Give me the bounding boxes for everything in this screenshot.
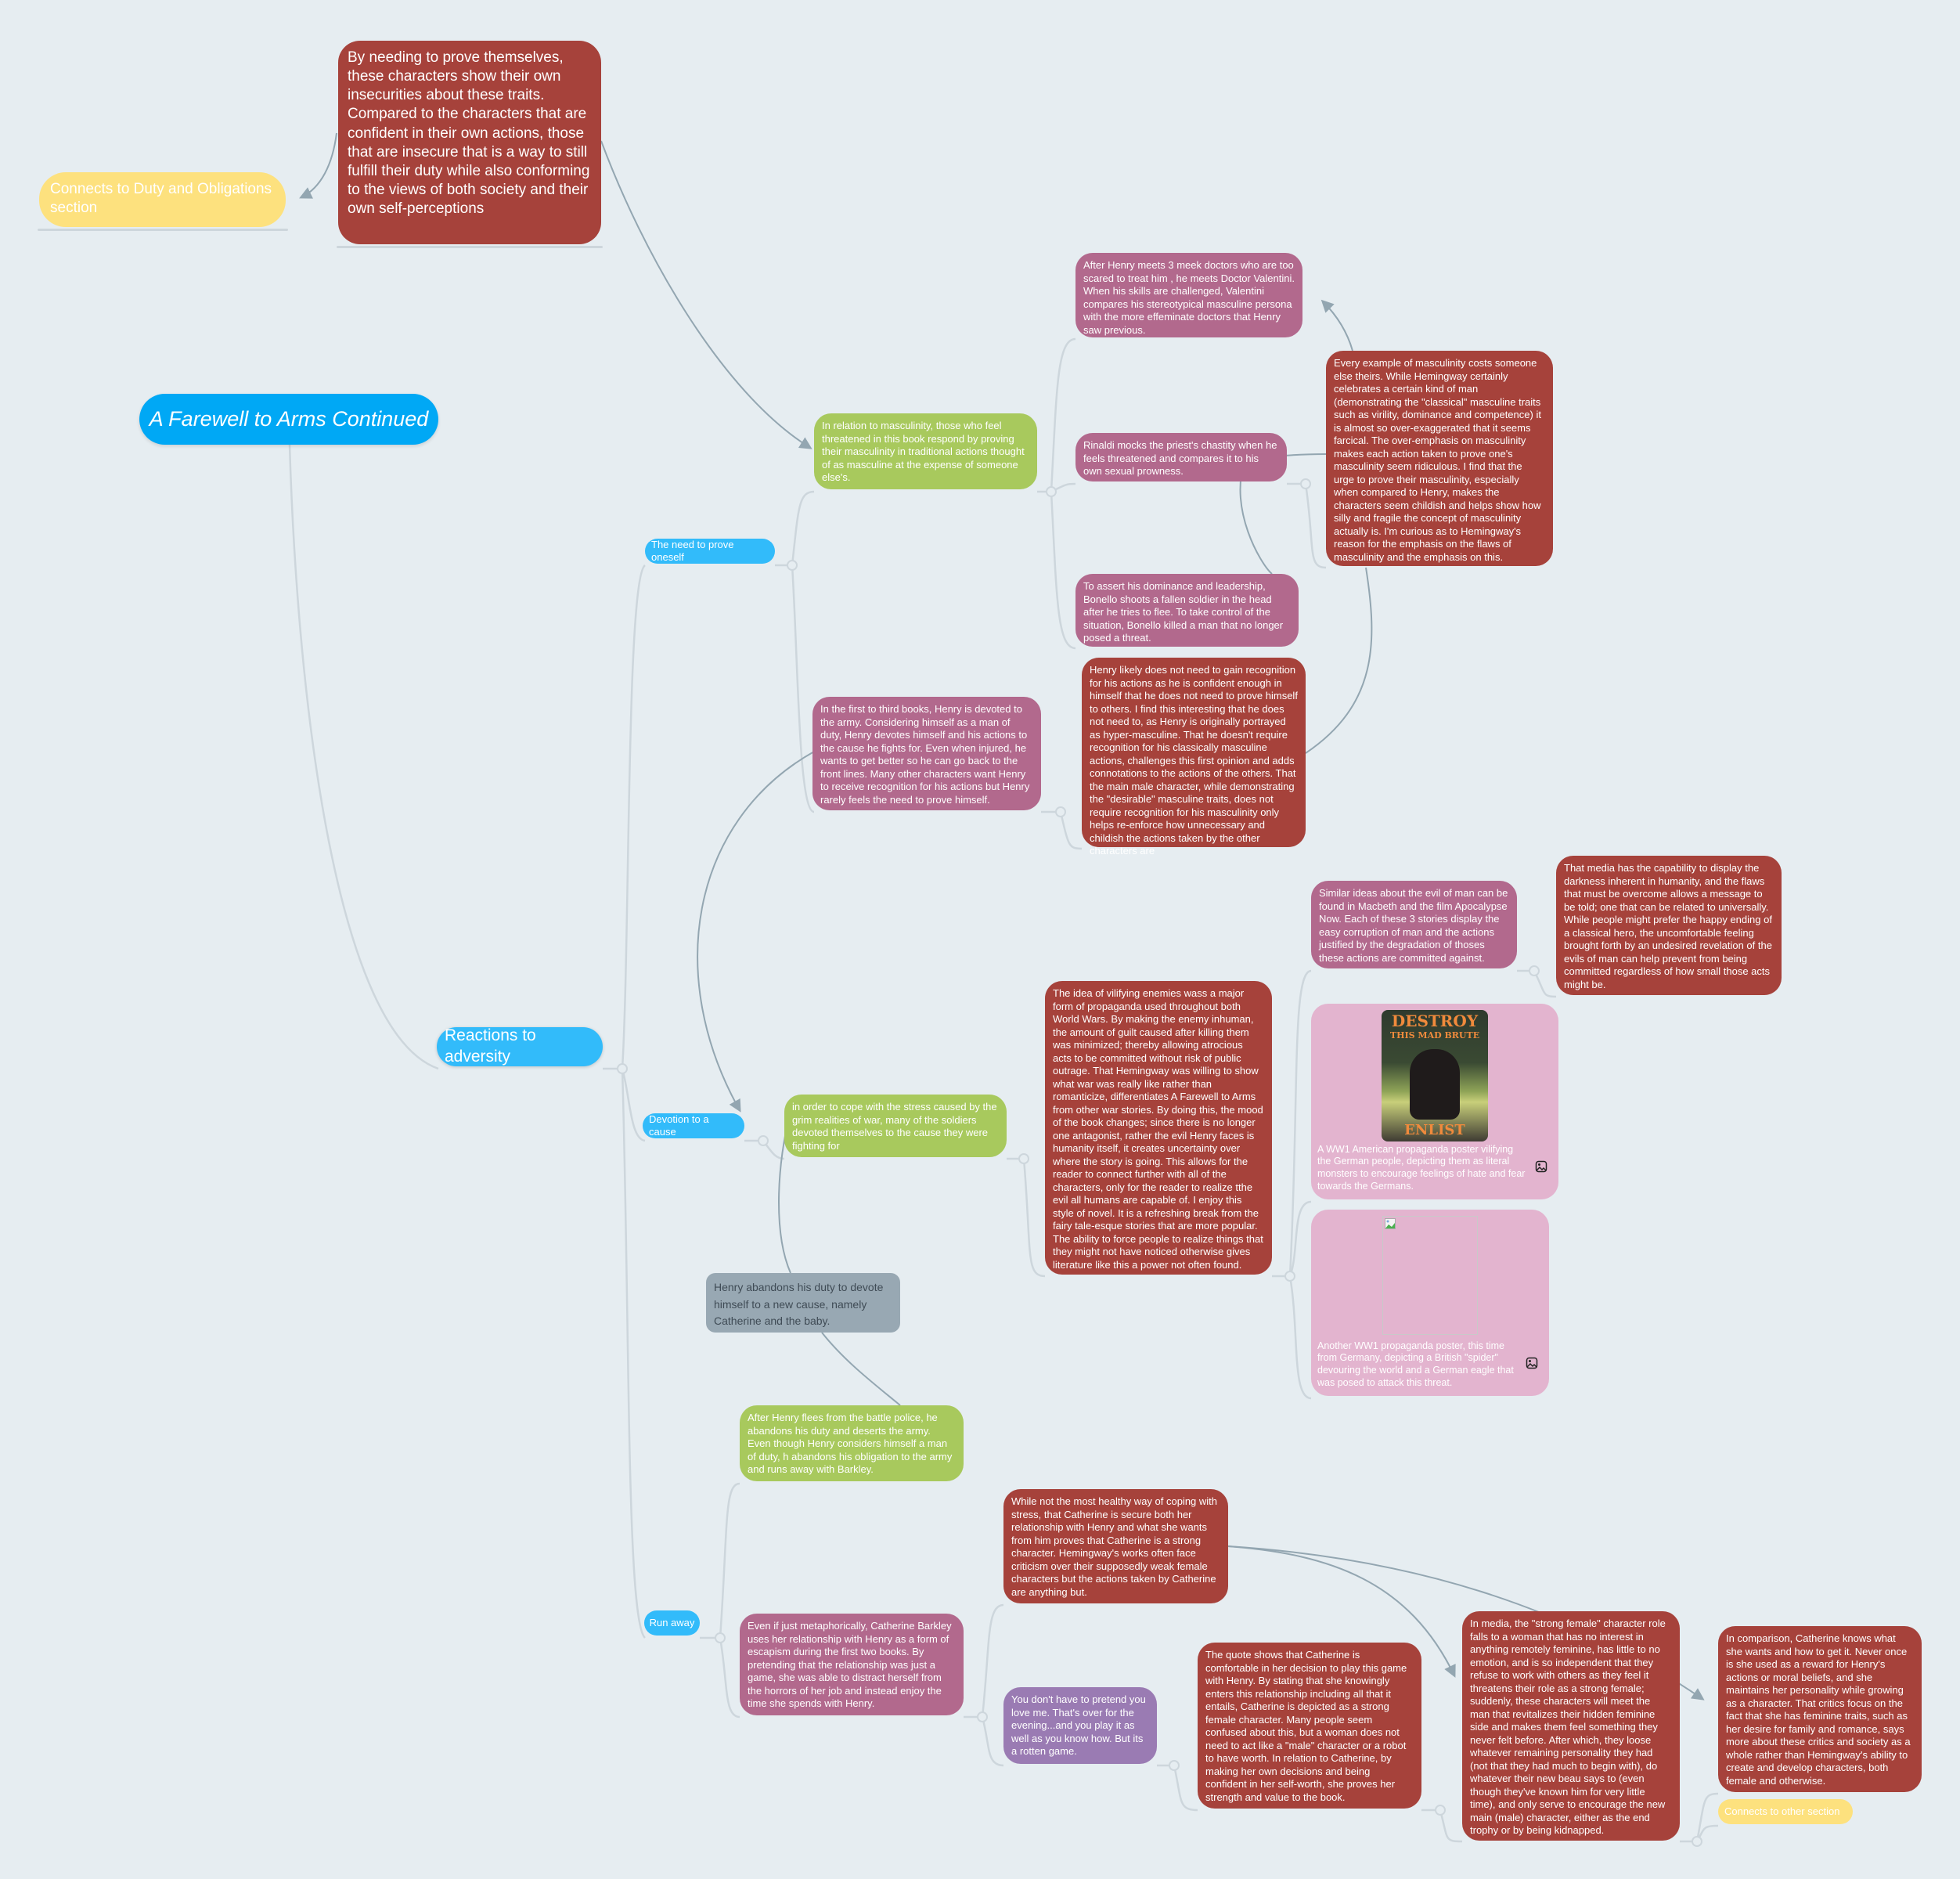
- rinaldi-text: Rinaldi mocks the priest's chastity when…: [1083, 439, 1281, 477]
- quote-node[interactable]: You don't have to pretend you love me. T…: [1003, 1687, 1157, 1764]
- similar-ideas-text: Similar ideas about the evil of man can …: [1319, 887, 1511, 964]
- node-underline: [38, 229, 288, 231]
- henry-likely-text: Henry likely does not need to gain recog…: [1090, 664, 1301, 857]
- poster2-caption: Another WW1 propaganda poster, this time…: [1317, 1340, 1514, 1389]
- every-example-node[interactable]: Every example of masculinity costs someo…: [1326, 351, 1553, 566]
- connects-duty-node[interactable]: Connects to Duty and Obligations section: [39, 172, 286, 227]
- destroy-brute-poster-image[interactable]: DESTROY THIS MAD BRUTE ENLIST: [1382, 1010, 1488, 1141]
- valentini-text: After Henry meets 3 meek doctors who are…: [1083, 259, 1298, 336]
- propaganda-text: The idea of vilifying enemies wass a maj…: [1053, 987, 1266, 1271]
- connects-other-text: Connects to other section: [1724, 1805, 1840, 1817]
- first-books-text: In the first to third books, Henry is de…: [820, 703, 1032, 806]
- quote-shows-text: The quote shows that Catherine is comfor…: [1205, 1649, 1410, 1803]
- poster1-node[interactable]: DESTROY THIS MAD BRUTE ENLIST A WW1 Amer…: [1311, 1004, 1558, 1199]
- poster1-footer: ENLIST: [1404, 1122, 1465, 1139]
- devotion-node[interactable]: Devotion to a cause: [643, 1113, 744, 1138]
- healthy-coping-node[interactable]: While not the most healthy way of coping…: [1003, 1489, 1228, 1603]
- run-away-label: Run away: [649, 1616, 695, 1628]
- poster1-caption: A WW1 American propaganda poster vilifyi…: [1317, 1143, 1526, 1192]
- reactions-to-adversity-node[interactable]: Reactions to adversity: [437, 1026, 603, 1066]
- image-icon[interactable]: [1526, 1357, 1538, 1369]
- root-title: A Farewell to Arms Continued: [149, 407, 429, 431]
- every-example-text: Every example of masculinity costs someo…: [1334, 357, 1544, 563]
- cope-node[interactable]: in order to cope with the stress caused …: [784, 1095, 1007, 1157]
- root-node[interactable]: A Farewell to Arms Continued: [139, 394, 438, 445]
- henry-abandons-text: Henry abandons his duty to devote himsel…: [714, 1281, 887, 1328]
- masculinity-text: In relation to masculinity, those who fe…: [822, 420, 1028, 483]
- poster1-title: DESTROY: [1391, 1012, 1479, 1030]
- masculinity-node[interactable]: In relation to masculinity, those who fe…: [814, 413, 1037, 489]
- reactions-label: Reactions to adversity: [445, 1026, 536, 1066]
- henry-abandons-node[interactable]: Henry abandons his duty to devote himsel…: [706, 1273, 900, 1333]
- poster2-node[interactable]: Another WW1 propaganda poster, this time…: [1311, 1210, 1549, 1396]
- broken-image-icon: [1385, 1218, 1396, 1229]
- escapism-text: Even if just metaphorically, Catherine B…: [748, 1620, 955, 1709]
- first-books-node[interactable]: In the first to third books, Henry is de…: [812, 697, 1041, 810]
- prove-oneself-node[interactable]: The need to prove oneself: [645, 539, 775, 564]
- similar-ideas-node[interactable]: Similar ideas about the evil of man can …: [1311, 881, 1517, 968]
- comparison-node[interactable]: In comparison, Catherine knows what she …: [1718, 1626, 1922, 1792]
- bonello-node[interactable]: To assert his dominance and leadership, …: [1075, 574, 1299, 647]
- node-underline: [337, 246, 603, 248]
- connects-duty-text: Connects to Duty and Obligations section: [50, 181, 276, 217]
- in-media-node[interactable]: In media, the "strong female" character …: [1462, 1611, 1680, 1841]
- media-capability-text: That media has the capability to display…: [1564, 862, 1775, 990]
- devotion-label: Devotion to a cause: [649, 1113, 709, 1138]
- image-icon[interactable]: [1535, 1160, 1547, 1173]
- valentini-node[interactable]: After Henry meets 3 meek doctors who are…: [1075, 253, 1302, 337]
- insecurity-note-text: By needing to prove themselves, these ch…: [348, 49, 594, 217]
- flees-node[interactable]: After Henry flees from the battle police…: [740, 1405, 964, 1481]
- escapism-node[interactable]: Even if just metaphorically, Catherine B…: [740, 1614, 964, 1715]
- quote-shows-node[interactable]: The quote shows that Catherine is comfor…: [1198, 1643, 1421, 1809]
- prove-oneself-label: The need to prove oneself: [651, 538, 734, 564]
- media-capability-node[interactable]: That media has the capability to display…: [1556, 856, 1782, 995]
- insecurity-note-node[interactable]: By needing to prove themselves, these ch…: [338, 41, 601, 244]
- henry-likely-node[interactable]: Henry likely does not need to gain recog…: [1082, 658, 1306, 857]
- comparison-text: In comparison, Catherine knows what she …: [1726, 1632, 1914, 1787]
- healthy-coping-text: While not the most healthy way of coping…: [1011, 1495, 1220, 1598]
- propaganda-node[interactable]: The idea of vilifying enemies wass a maj…: [1045, 981, 1272, 1275]
- bonello-text: To assert his dominance and leadership, …: [1083, 580, 1286, 644]
- run-away-node[interactable]: Run away: [644, 1610, 700, 1636]
- spider-poster-image-broken[interactable]: [1382, 1216, 1478, 1335]
- connects-other-node[interactable]: Connects to other section: [1718, 1799, 1853, 1824]
- poster1-subtitle: THIS MAD BRUTE: [1389, 1030, 1480, 1040]
- cope-text: in order to cope with the stress caused …: [792, 1101, 1000, 1152]
- quote-text: You don't have to pretend you love me. T…: [1011, 1693, 1149, 1757]
- gorilla-figure: [1410, 1049, 1460, 1120]
- flees-text: After Henry flees from the battle police…: [748, 1412, 955, 1475]
- rinaldi-node[interactable]: Rinaldi mocks the priest's chastity when…: [1075, 433, 1287, 481]
- in-media-text: In media, the "strong female" character …: [1470, 1618, 1669, 1836]
